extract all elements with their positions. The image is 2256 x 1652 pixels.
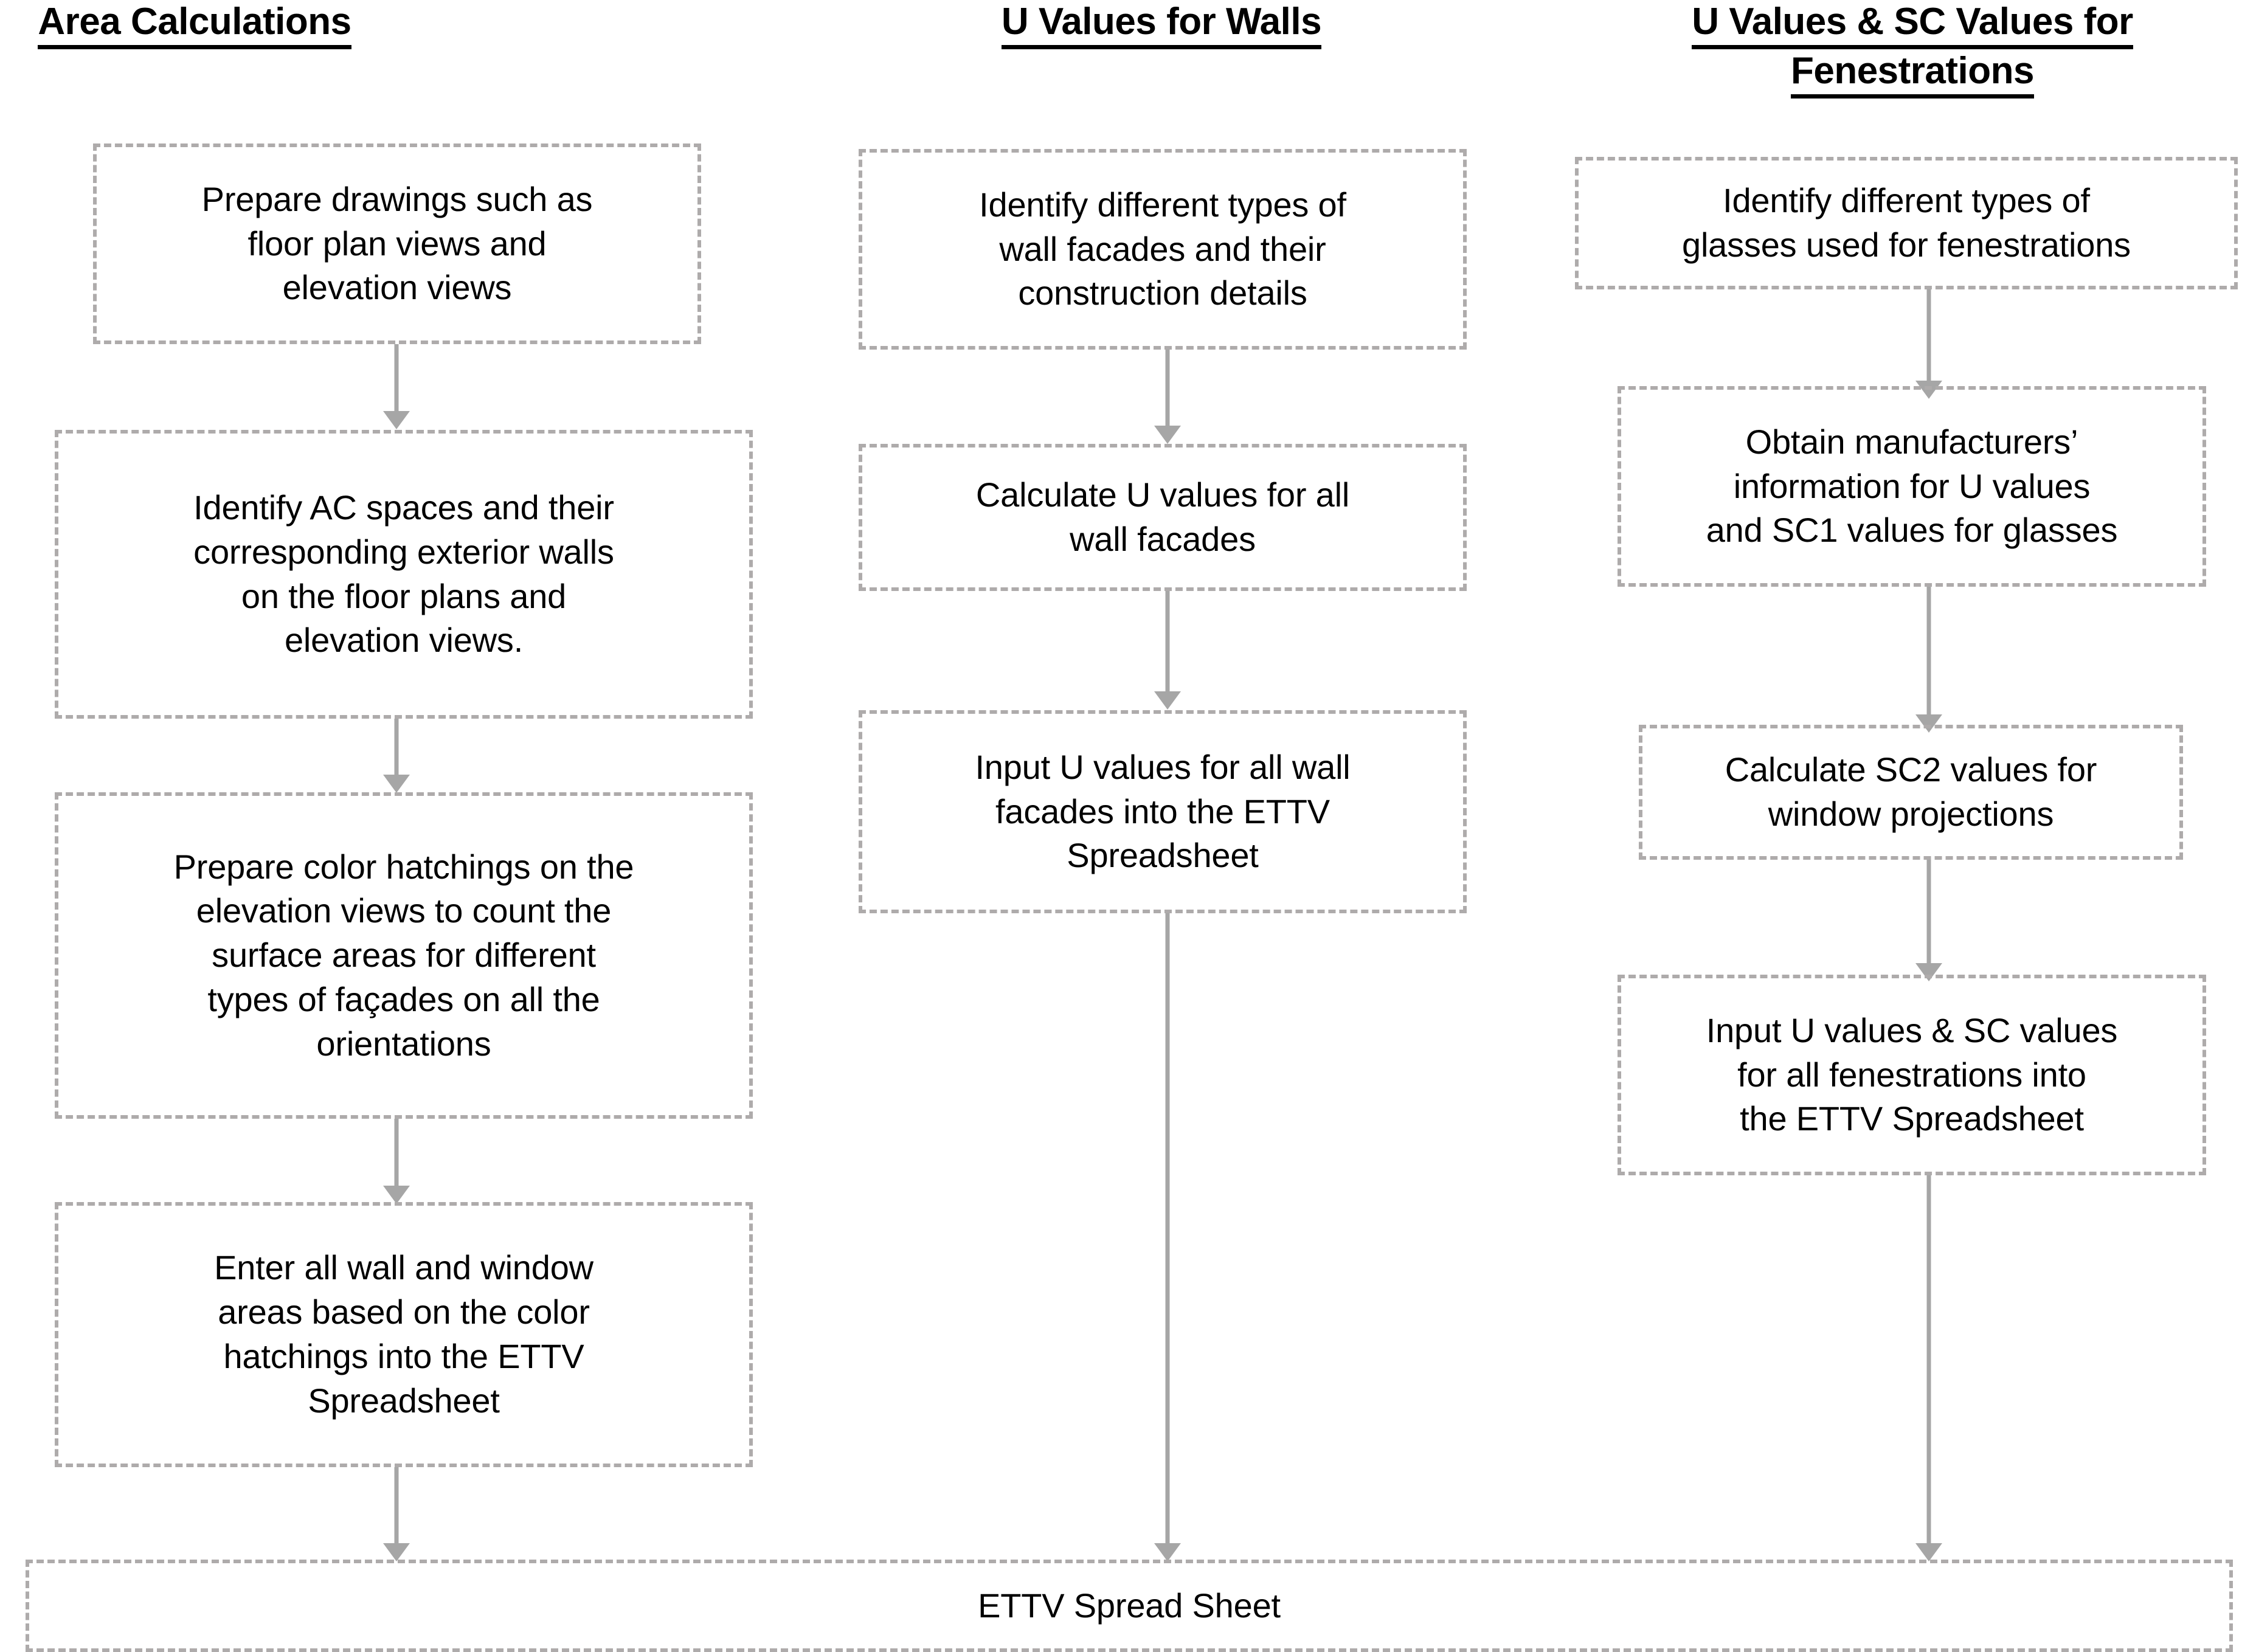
process-node-input-u-values-walls[interactable]: Input U values for all wall facades into… xyxy=(859,710,1467,913)
process-node-label: Prepare drawings such as floor plan view… xyxy=(201,179,593,307)
process-node-label: ETTV Spread Sheet xyxy=(978,1586,1281,1625)
process-node-identify-ac-spaces[interactable]: Identify AC spaces and their correspondi… xyxy=(55,430,753,719)
column-heading-line: Area Calculations xyxy=(38,0,351,49)
process-node-identify-wall-facades[interactable]: Identify different types of wall facades… xyxy=(859,149,1467,350)
process-node-label: Enter all wall and window areas based on… xyxy=(214,1248,593,1420)
process-node-prepare-drawings[interactable]: Prepare drawings such as floor plan view… xyxy=(93,143,701,344)
process-node-obtain-manufacturers-info[interactable]: Obtain manufacturers’ information for U … xyxy=(1618,386,2206,587)
process-node-input-u-sc-values-fenestrations[interactable]: Input U values & SC values for all fenes… xyxy=(1618,975,2206,1175)
process-node-calculate-sc2-values[interactable]: Calculate SC2 values for window projecti… xyxy=(1639,725,2183,860)
process-node-ettv-spread-sheet[interactable]: ETTV Spread Sheet xyxy=(26,1560,2233,1652)
process-node-identify-glass-types[interactable]: Identify different types of glasses used… xyxy=(1575,157,2238,289)
column-heading-line-1: U Values & SC Values for xyxy=(1692,0,2133,49)
process-node-label: Identify different types of wall facades… xyxy=(979,185,1346,313)
process-node-label: Calculate SC2 values for window projecti… xyxy=(1725,750,2097,833)
process-node-label: Input U values & SC values for all fenes… xyxy=(1706,1011,2118,1138)
process-node-enter-wall-window-areas[interactable]: Enter all wall and window areas based on… xyxy=(55,1202,753,1467)
process-node-label: Prepare color hatchings on the elevation… xyxy=(173,847,634,1063)
process-node-label: Identify AC spaces and their correspondi… xyxy=(193,488,614,660)
column-heading-u-values-walls: U Values for Walls xyxy=(863,0,1459,49)
process-node-label: Calculate U values for all wall facades xyxy=(975,475,1350,558)
process-node-prepare-color-hatchings[interactable]: Prepare color hatchings on the elevation… xyxy=(55,792,753,1119)
process-node-label: Input U values for all wall facades into… xyxy=(975,747,1351,875)
process-node-calculate-u-values-walls[interactable]: Calculate U values for all wall facades xyxy=(859,444,1467,591)
column-heading-u-sc-values-fenestrations: U Values & SC Values for Fenestrations xyxy=(1605,0,2220,98)
process-node-label: Identify different types of glasses used… xyxy=(1682,181,2131,264)
column-heading-area-calculations: Area Calculations xyxy=(12,0,377,49)
column-heading-line-2: Fenestrations xyxy=(1790,49,2035,98)
column-heading-line: U Values for Walls xyxy=(1001,0,1322,49)
process-node-label: Obtain manufacturers’ information for U … xyxy=(1706,422,2118,550)
